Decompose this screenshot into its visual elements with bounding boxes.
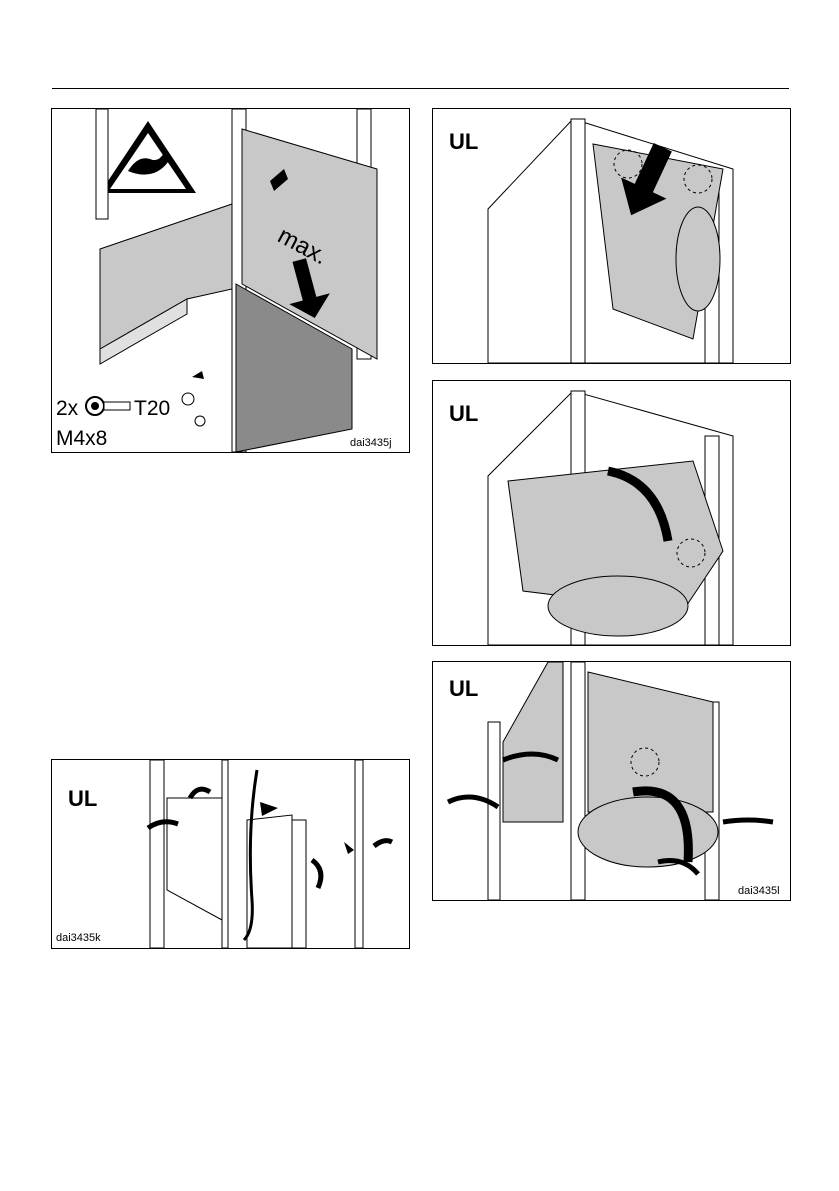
figure-j-illustration [52, 109, 409, 452]
figure-ul-2-illustration [433, 381, 790, 645]
figure-l-label: UL [449, 676, 478, 702]
figure-k-label: UL [68, 786, 97, 812]
figure-ul-2-label: UL [449, 401, 478, 427]
figure-j-screw-size: M4x8 [56, 427, 107, 451]
figure-dai3435j: max. 2x T20 M4x8 dai3435j [51, 108, 410, 453]
figure-l-illustration [433, 662, 790, 900]
figure-j-code: dai3435j [350, 437, 392, 449]
figure-j-tool: T20 [134, 397, 170, 421]
header-rule [52, 88, 789, 89]
figure-ul-1: UL [432, 108, 791, 364]
figure-k-code: dai3435k [56, 932, 101, 944]
hand-injury-warning-icon [100, 121, 196, 193]
figure-ul-2: UL [432, 380, 791, 646]
figure-dai3435l: UL dai3435l [432, 661, 791, 901]
figure-ul-1-illustration [433, 109, 790, 363]
figure-j-quantity: 2x [56, 397, 78, 421]
figure-k-illustration [52, 760, 409, 948]
screw-icon [86, 397, 130, 415]
figure-dai3435k: UL dai3435k [51, 759, 410, 949]
figure-l-code: dai3435l [738, 885, 780, 897]
figure-ul-1-label: UL [449, 129, 478, 155]
